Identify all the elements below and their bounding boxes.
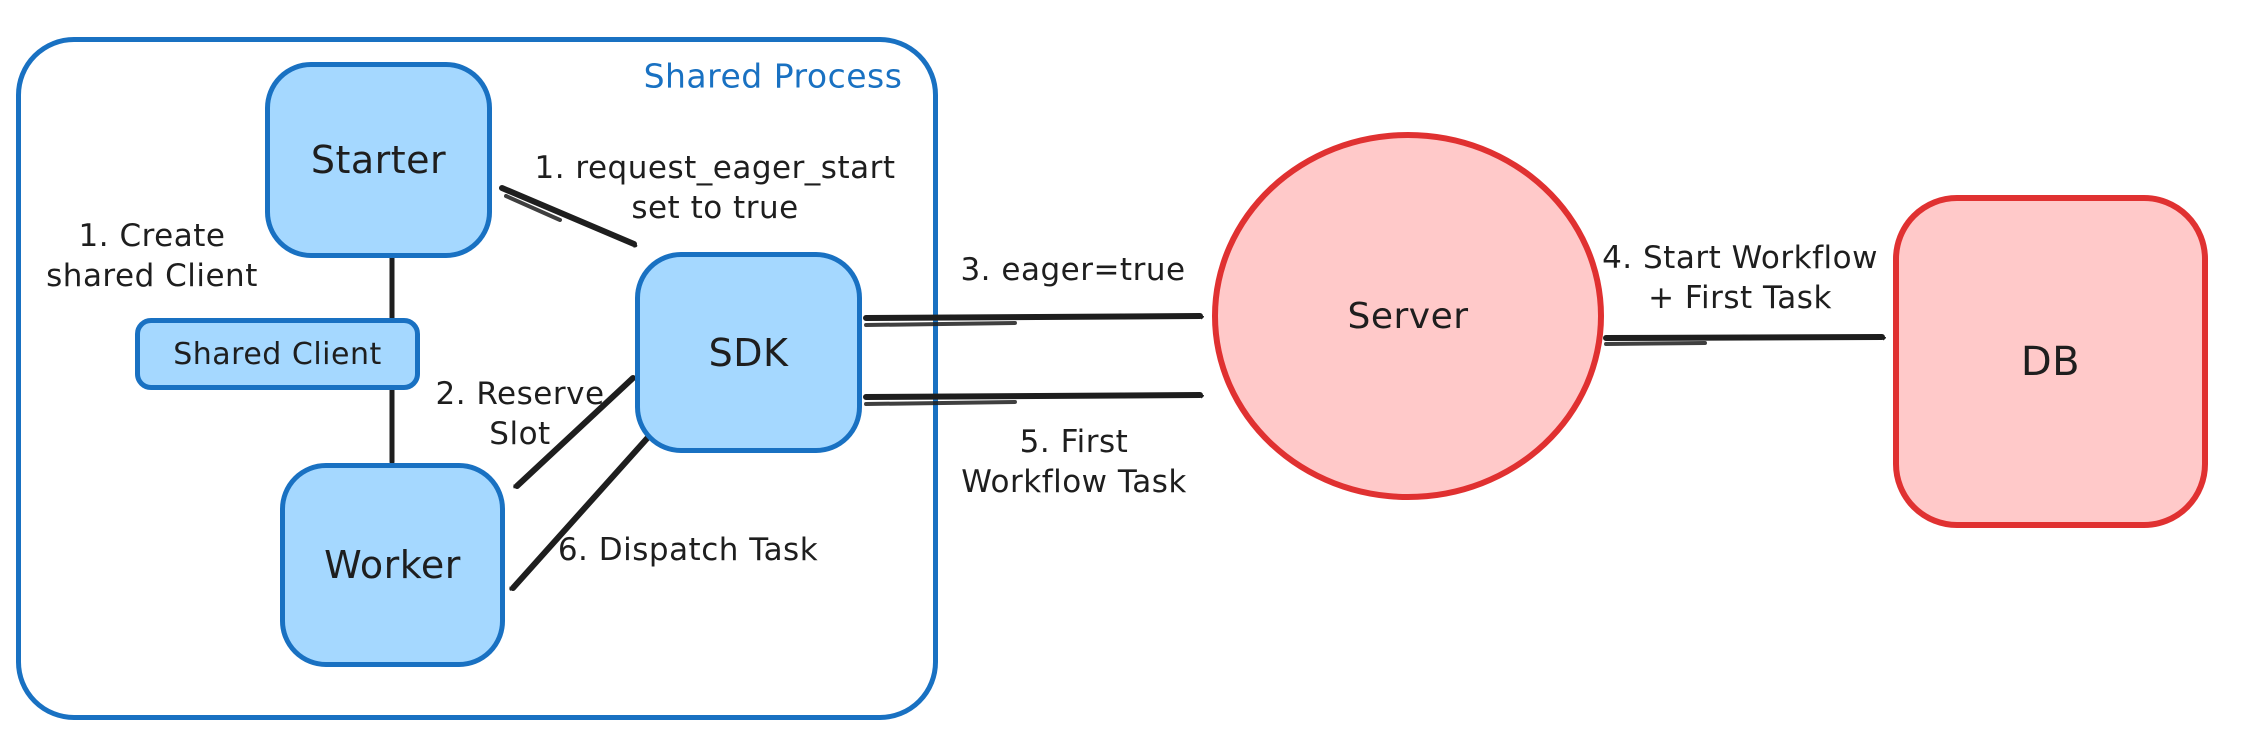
annotation-create-shared-client-line1: 1. Create: [78, 218, 226, 254]
annotation-request-eager-start-line1: 1. request_eager_start: [534, 150, 896, 186]
node-db-label: DB: [2020, 338, 2081, 385]
annotation-reserve-slot-line2: Slot: [489, 416, 551, 452]
annotation-request-eager-start: 1. request_eager_start set to true: [534, 148, 895, 228]
annotation-reserve-slot: 2. Reserve Slot: [435, 374, 604, 454]
annotation-first-workflow-task: 5. First Workflow Task: [961, 422, 1187, 502]
annotation-eager-true: 3. eager=true: [960, 250, 1185, 290]
annotation-eager-true-line1: 3. eager=true: [960, 252, 1186, 288]
annotation-create-shared-client-line2: shared Client: [46, 258, 258, 294]
node-shared-client-label: Shared Client: [173, 336, 382, 372]
node-sdk: SDK: [635, 252, 862, 453]
arrow-server-to-db: [1603, 334, 1882, 338]
annotation-start-workflow-line1: 4. Start Workflow: [1602, 240, 1878, 276]
annotation-start-workflow-line2: + First Task: [1648, 280, 1832, 316]
node-server: Server: [1212, 132, 1604, 500]
annotation-first-workflow-task-line2: Workflow Task: [961, 464, 1187, 500]
annotation-first-workflow-task-line1: 5. First: [1019, 424, 1129, 460]
annotation-dispatch-task-line1: 6. Dispatch Task: [557, 532, 819, 568]
node-starter: Starter: [265, 62, 492, 258]
node-starter-label: Starter: [310, 138, 447, 182]
annotation-reserve-slot-line1: 2. Reserve: [435, 376, 605, 412]
node-worker: Worker: [280, 463, 505, 667]
annotation-request-eager-start-line2: set to true: [631, 190, 799, 226]
shared-process-label: Shared Process: [643, 56, 903, 96]
node-sdk-label: SDK: [708, 330, 789, 375]
arrow-server-to-db-overdraw: [1604, 341, 1707, 346]
node-server-label: Server: [1347, 295, 1469, 337]
annotation-create-shared-client: 1. Create shared Client: [46, 216, 258, 296]
node-db: DB: [1893, 195, 2208, 528]
annotation-start-workflow: 4. Start Workflow + First Task: [1602, 238, 1878, 318]
node-worker-label: Worker: [324, 543, 461, 587]
node-shared-client: Shared Client: [135, 318, 420, 390]
shared-process-container: [16, 37, 938, 720]
annotation-dispatch-task: 6. Dispatch Task: [558, 530, 818, 570]
